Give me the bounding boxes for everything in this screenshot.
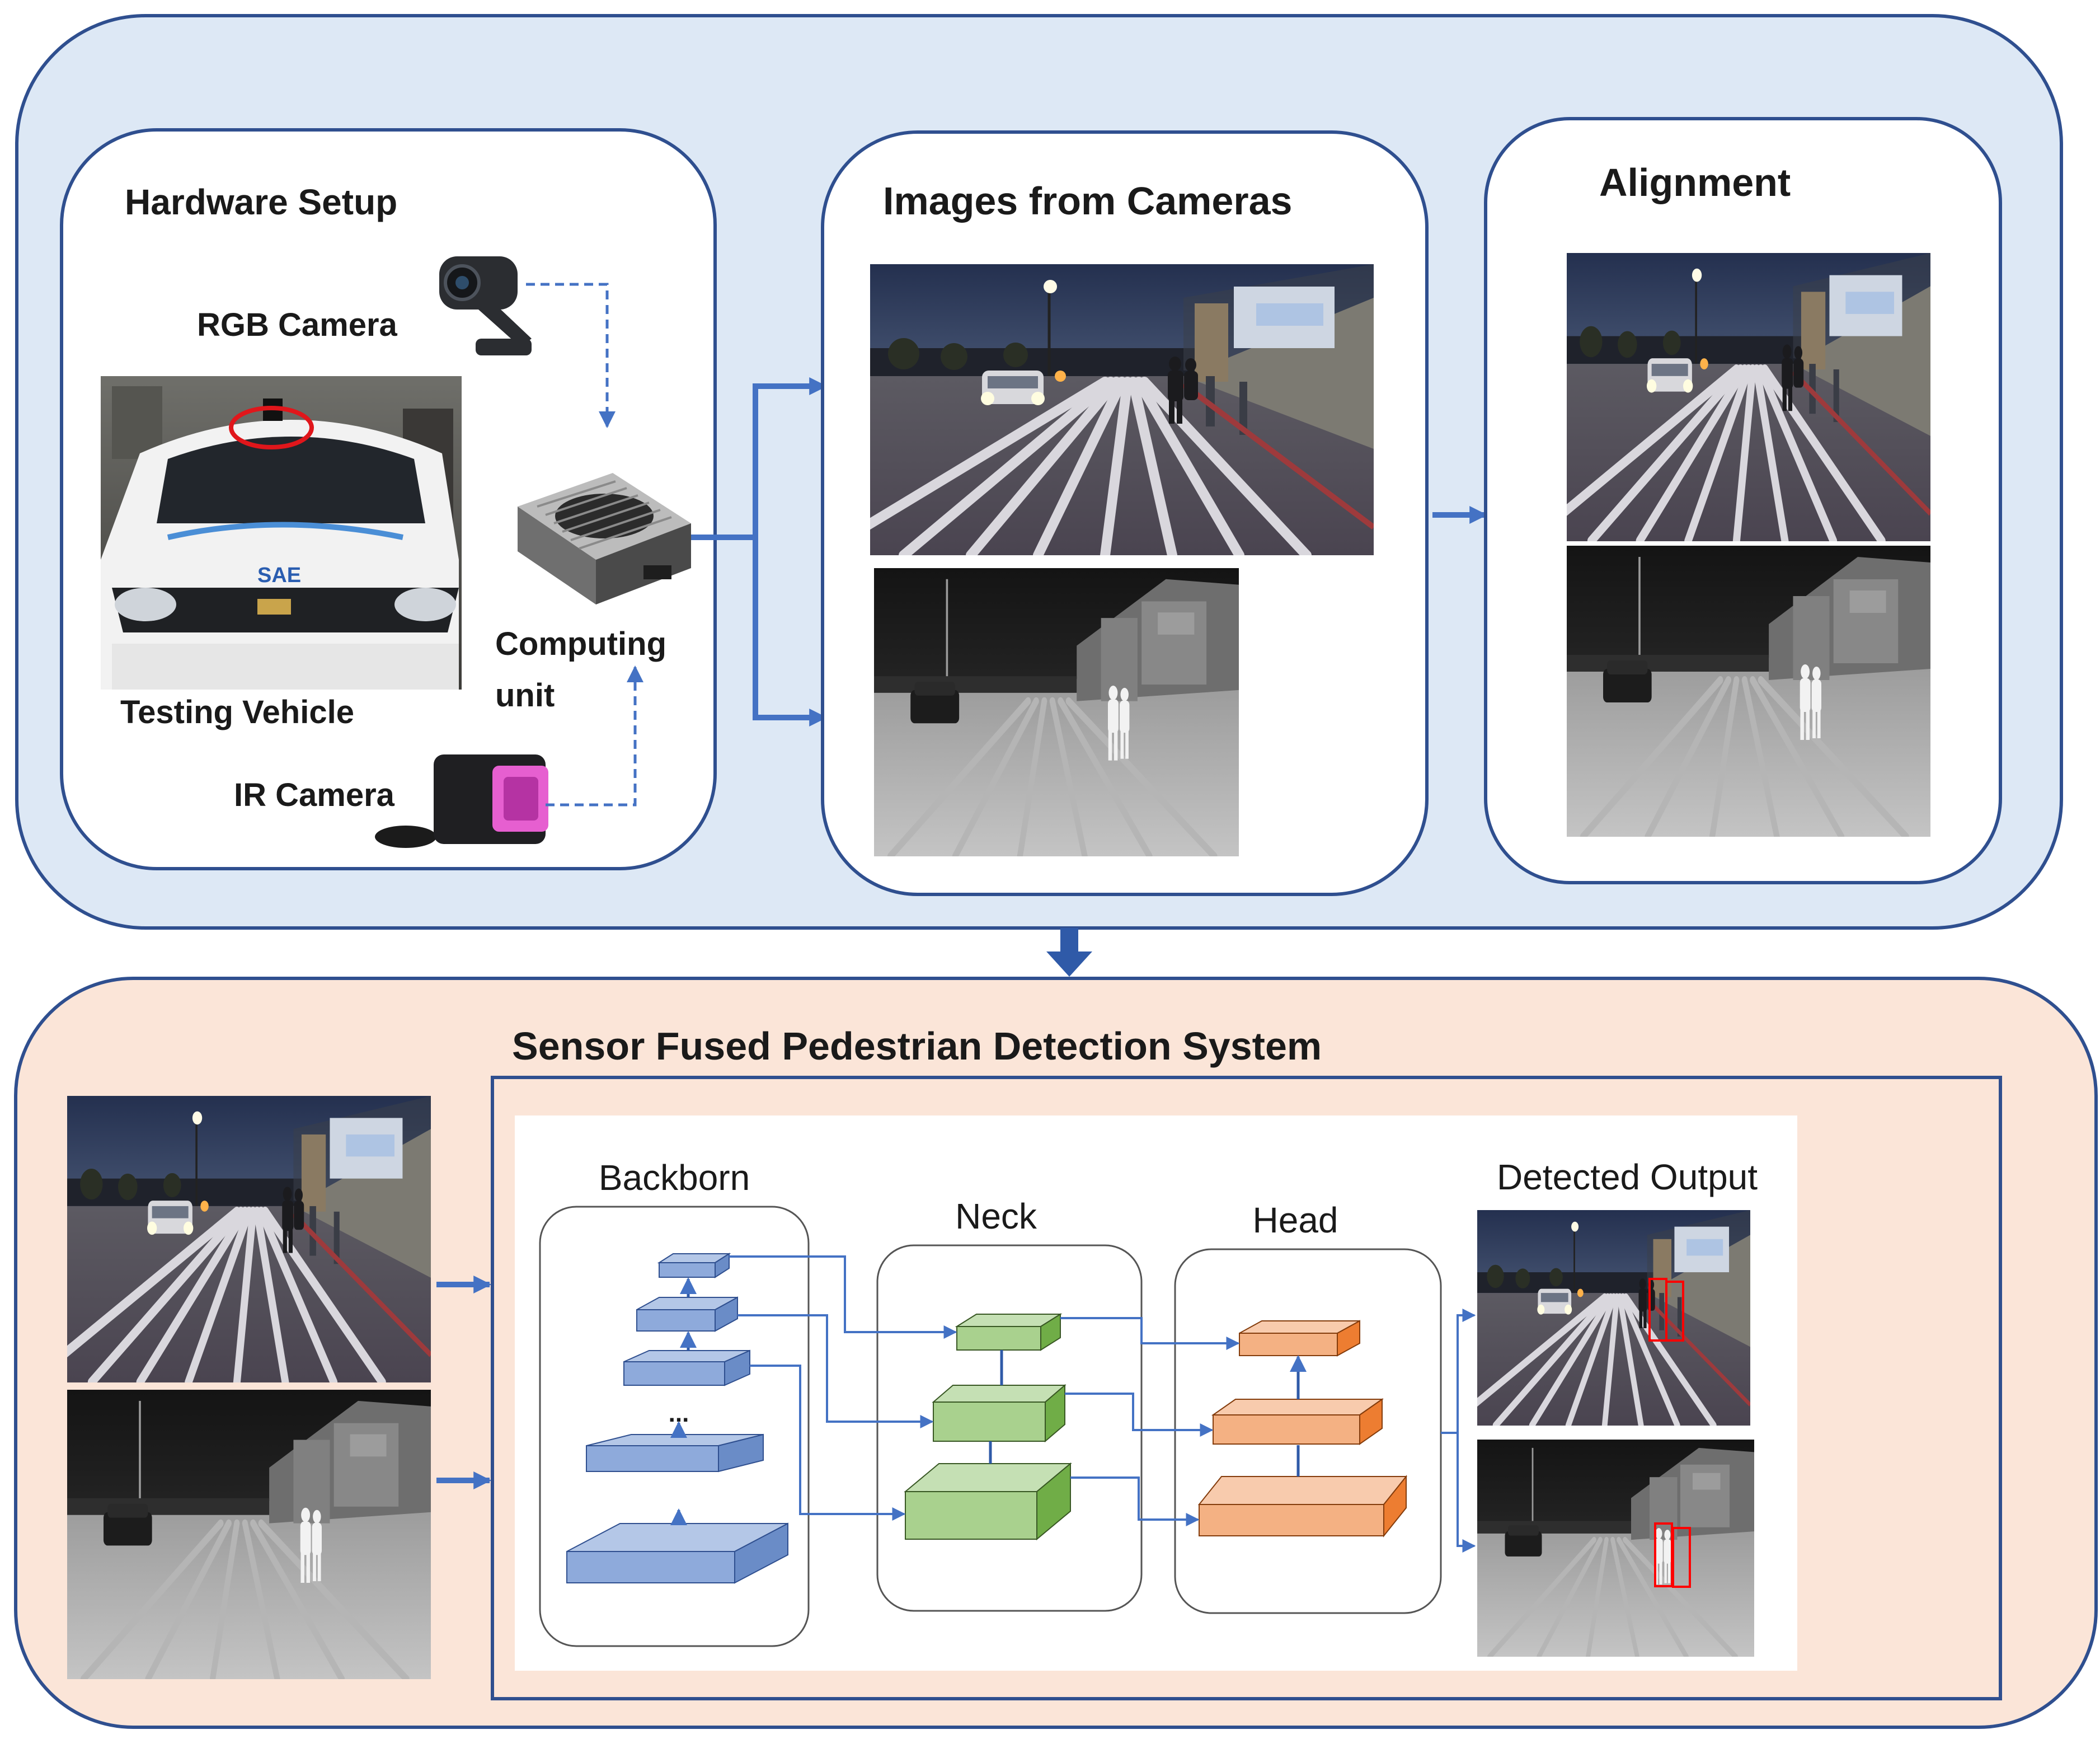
input-rgb-image	[43, 1096, 431, 1382]
computing-to-images-arrow	[691, 377, 828, 727]
backbone-block-5	[657, 1253, 731, 1278]
hardware-setup-title: Hardware Setup	[125, 182, 397, 222]
ir-to-computing-connector	[546, 665, 643, 807]
ir-camera-image	[874, 568, 1239, 856]
backbone-up-arrows	[670, 1277, 697, 1525]
backbone-group	[539, 1206, 810, 1647]
head-label: Head	[1253, 1200, 1338, 1240]
images-from-cameras-title: Images from Cameras	[883, 179, 1292, 223]
feature-connectors	[729, 1255, 1240, 1526]
rgb-camera-icon	[439, 256, 532, 355]
testing-vehicle-photo: SAE	[101, 376, 462, 690]
ir-camera-icon	[375, 754, 548, 848]
acquisition-to-detection-arrow	[1046, 928, 1092, 977]
aligned-ir-image	[1567, 546, 1930, 837]
head-to-output-arrows	[1441, 1309, 1476, 1553]
detected-ir-output	[1477, 1440, 1754, 1657]
aligned-rgb-image	[1543, 253, 1930, 541]
neck-group	[876, 1244, 1143, 1612]
detected-output-label: Detected Output	[1497, 1157, 1758, 1197]
rgb-detection-boxes	[1648, 1278, 1684, 1342]
backbone-block-3	[623, 1349, 750, 1386]
testing-vehicle-label: Testing Vehicle	[120, 694, 354, 730]
neck-block-2	[932, 1384, 1067, 1443]
neck-block-3	[904, 1462, 1072, 1541]
rgb-to-computing-connector	[526, 283, 616, 428]
alignment-title: Alignment	[1599, 161, 1791, 204]
head-block-2	[1211, 1398, 1384, 1445]
computing-unit-label-line1: Computing	[495, 626, 666, 662]
head-block-1	[1239, 1320, 1360, 1357]
vehicle-badge: SAE	[257, 564, 301, 587]
computing-unit-label-line2: unit	[495, 677, 555, 714]
network-frame	[491, 1076, 2002, 1700]
ir-detection-boxes	[1654, 1522, 1691, 1588]
backbone-block-2	[586, 1433, 764, 1473]
rgb-camera-label: RGB Camera	[197, 307, 398, 343]
backbone-block-4	[636, 1296, 738, 1332]
neck-block-1	[955, 1313, 1063, 1351]
neck-label: Neck	[955, 1196, 1037, 1236]
backbone-block-1	[566, 1522, 788, 1584]
detection-system-title: Sensor Fused Pedestrian Detection System	[512, 1024, 1322, 1068]
input-ir-image	[67, 1390, 431, 1679]
detected-rgb-output	[1459, 1210, 1750, 1426]
ir-camera-label: IR Camera	[234, 777, 395, 813]
backbone-label: Backborn	[599, 1157, 750, 1198]
computing-unit-icon	[518, 473, 691, 604]
neck-vertical-links	[989, 1350, 1003, 1464]
rgb-camera-image	[837, 264, 1374, 555]
head-block-3	[1197, 1475, 1408, 1538]
